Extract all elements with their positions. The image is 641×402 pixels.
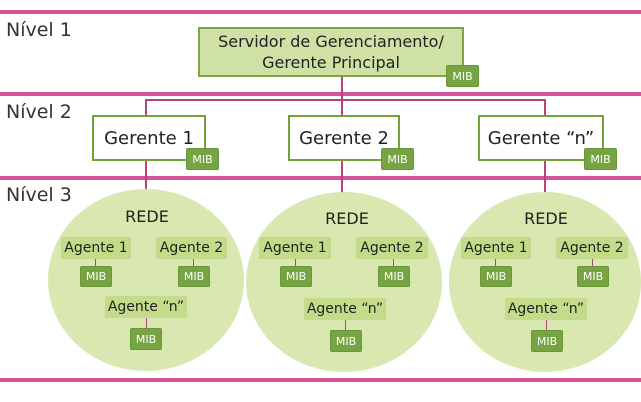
separator-band-2 xyxy=(0,176,641,180)
connector-level2-bus xyxy=(145,99,546,101)
network-1-agent-n-mib: MIB xyxy=(130,328,162,350)
separator-band-bottom xyxy=(0,378,641,382)
connector-manager1-network xyxy=(145,161,147,191)
manager-1-label: Gerente 1 xyxy=(104,127,194,149)
server-title-line1: Servidor de Gerenciamento/ xyxy=(218,32,444,51)
level-label-1: Nível 1 xyxy=(6,19,72,41)
network-2-agent-1-label: Agente 1 xyxy=(263,240,327,256)
connector-manager2-drop xyxy=(341,99,343,115)
network-2-agent-n-label: Agente “n” xyxy=(306,301,384,317)
network-3-agent-1-link xyxy=(495,259,496,267)
network-1-agent-1-label: Agente 1 xyxy=(64,240,128,256)
network-2-agent-2: Agente 2 xyxy=(356,237,428,259)
separator-band-top xyxy=(0,10,641,14)
network-1-agent-1: Agente 1 xyxy=(61,237,131,259)
server-mib-badge: MIB xyxy=(446,65,479,87)
manager-1-mib-badge: MIB xyxy=(186,148,219,170)
connector-manager3-drop xyxy=(544,99,546,115)
network-2-agent-2-label: Agente 2 xyxy=(360,240,424,256)
server-box: Servidor de Gerenciamento/ Gerente Princ… xyxy=(198,27,464,77)
connector-manager1-drop xyxy=(145,99,147,115)
connector-manager3-network xyxy=(544,161,546,193)
network-1-agent-2: Agente 2 xyxy=(156,237,227,259)
network-1-agent-2-mib: MIB xyxy=(178,266,210,287)
level-label-3: Nível 3 xyxy=(6,184,72,206)
network-3-agent-n: Agente “n” xyxy=(505,298,587,320)
network-3-agent-1-label: Agente 1 xyxy=(464,240,528,256)
network-3-agent-n-label: Agente “n” xyxy=(507,301,585,317)
network-1-title: REDE xyxy=(125,207,169,226)
network-2-agent-n-mib: MIB xyxy=(330,330,362,352)
manager-2-mib-badge: MIB xyxy=(381,148,414,170)
network-1-agent-1-mib: MIB xyxy=(80,266,112,287)
network-3-agent-2-mib: MIB xyxy=(577,266,609,287)
network-1-agent-1-link xyxy=(95,259,96,267)
network-2-agent-n: Agente “n” xyxy=(304,298,386,320)
level-label-2: Nível 2 xyxy=(6,101,72,123)
network-2-agent-1: Agente 1 xyxy=(259,237,331,259)
network-3-agent-1-mib: MIB xyxy=(480,266,512,287)
network-1-agent-n-label: Agente “n” xyxy=(107,299,185,315)
network-3-agent-n-link xyxy=(546,320,547,330)
manager-3-box: Gerente “n” xyxy=(478,115,604,161)
network-1-agent-2-link xyxy=(193,259,194,267)
network-3-agent-2-link xyxy=(592,259,593,267)
separator-band-1 xyxy=(0,92,641,96)
network-2-agent-1-mib: MIB xyxy=(280,266,312,287)
network-3-title: REDE xyxy=(524,209,568,228)
network-3-agent-n-mib: MIB xyxy=(531,330,563,352)
network-2-agent-2-link xyxy=(393,259,394,267)
network-3-agent-2: Agente 2 xyxy=(556,237,628,259)
network-1-agent-2-label: Agente 2 xyxy=(159,240,224,256)
network-3-agent-2-label: Agente 2 xyxy=(560,240,624,256)
connector-manager2-network xyxy=(341,161,343,193)
network-2-agent-n-link xyxy=(345,320,346,330)
network-1-agent-n-link xyxy=(146,318,147,328)
manager-2-label: Gerente 2 xyxy=(299,127,389,149)
network-3-agent-1: Agente 1 xyxy=(461,237,531,259)
network-1-agent-n: Agente “n” xyxy=(105,296,187,318)
manager-3-mib-badge: MIB xyxy=(584,148,617,170)
server-title-line2: Gerente Principal xyxy=(262,53,400,72)
connector-server-trunk xyxy=(341,76,343,100)
network-2-agent-2-mib: MIB xyxy=(378,266,410,287)
network-2-title: REDE xyxy=(325,209,369,228)
manager-3-label: Gerente “n” xyxy=(487,127,595,149)
network-2-agent-1-link xyxy=(295,259,296,267)
